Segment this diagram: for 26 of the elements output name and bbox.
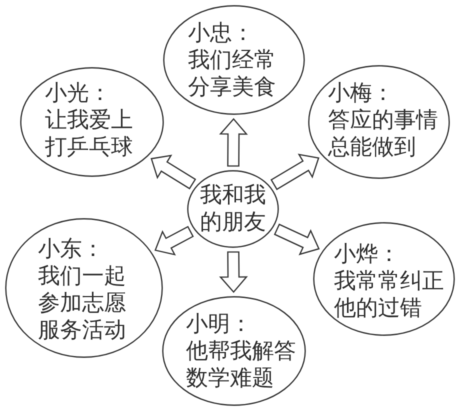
node-heading: 小梅： (328, 80, 395, 107)
ellipse-node (313, 222, 455, 336)
block-arrow (150, 154, 196, 190)
block-arrow (270, 154, 320, 190)
node-heading: 小东： (38, 236, 105, 263)
node-heading: 小明： (186, 311, 253, 338)
node-text: 我们一起参加志愿服务活动 (38, 263, 127, 344)
block-arrow (154, 226, 194, 256)
node-heading: 小烨： (334, 241, 401, 268)
block-arrow (219, 251, 248, 293)
node-text: 他帮我解答数学难题 (186, 338, 297, 392)
ellipse-node (308, 65, 450, 179)
node-heading: 小光： (45, 80, 112, 107)
node-text: 让我爱上打乒乓球 (45, 107, 134, 161)
block-arrow (219, 118, 248, 167)
node-text: 我和我的朋友 (200, 182, 267, 236)
node-text: 我常常纠正他的过错 (334, 268, 445, 322)
ellipse-node (162, 296, 306, 406)
ellipse-node (5, 218, 163, 358)
ellipse-node (20, 67, 164, 177)
ellipse-node (187, 170, 279, 248)
ellipse-node (163, 5, 305, 115)
node-heading: 小忠： (188, 20, 255, 47)
node-text: 答应的事情总能做到 (328, 107, 439, 161)
node-text: 我们经常分享美食 (188, 47, 277, 101)
block-arrow (274, 224, 320, 256)
